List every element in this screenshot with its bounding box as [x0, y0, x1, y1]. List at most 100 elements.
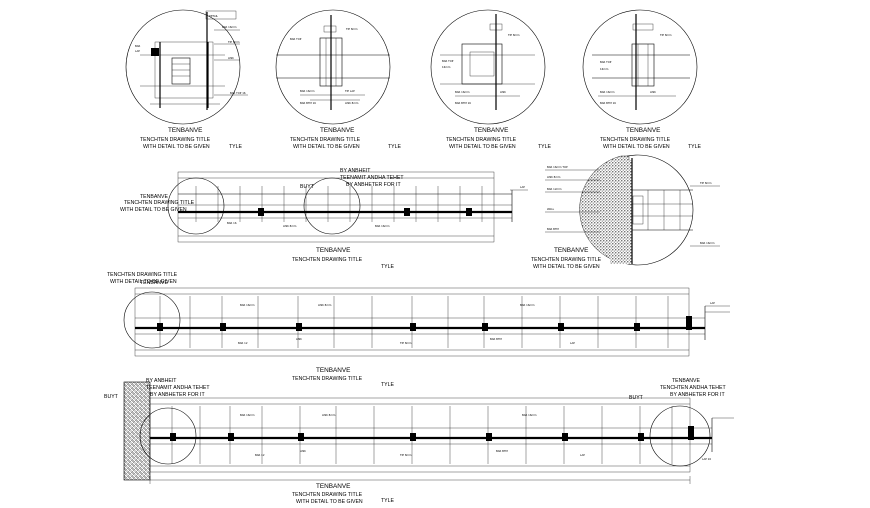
svg-text:TIE LAP: TIE LAP	[345, 89, 355, 93]
svg-text:BAR 16mm: BAR 16mm	[240, 413, 255, 417]
svg-text:LINK: LINK	[300, 449, 306, 453]
svg-text:LINK: LINK	[296, 337, 302, 341]
svg-text:LINK 8mm: LINK 8mm	[322, 413, 336, 417]
detail-2-note: WITH DETAIL TO BE GIVEN	[293, 144, 360, 150]
detail-3-tag: TYLE	[538, 144, 552, 150]
svg-text:TIE 8mm: TIE 8mm	[400, 453, 412, 457]
beam-1-top-note-2: TEENAMIT ANDHA TEHET	[340, 175, 404, 181]
beam-2-side-note: WITH DETAIL TO BE GIVEN	[110, 279, 177, 285]
beam-1-subtitle: TENCHTEN DRAWING TITLE	[292, 257, 363, 263]
svg-text:LINK: LINK	[500, 90, 506, 94]
detail-circle-4: BAR TOP 16mm TIE 8mm BAR 16mm LINK BAR B…	[582, 9, 702, 150]
beam-3-right-note-3: BY ANBHETER FOR IT	[670, 392, 726, 398]
wall-detail-subtitle: TENCHTEN DRAWING TITLE	[531, 257, 602, 263]
svg-text:TIE 8mm: TIE 8mm	[700, 181, 712, 185]
svg-text:LAP: LAP	[135, 49, 140, 53]
svg-text:TIE 8mm: TIE 8mm	[400, 341, 412, 345]
svg-text:BAR 16mm: BAR 16mm	[520, 303, 535, 307]
detail-4-title: TENBANVE	[626, 127, 660, 134]
beam-3-subtitle: TENCHTEN DRAWING TITLE	[292, 492, 363, 498]
svg-text:BAR TOP: BAR TOP	[600, 60, 612, 64]
svg-text:BAR 12mm: BAR 12mm	[547, 187, 562, 191]
svg-text:LINK 8mm: LINK 8mm	[318, 303, 332, 307]
svg-text:DETAIL: DETAIL	[209, 14, 219, 18]
svg-text:BAR 16mm TOP: BAR 16mm TOP	[547, 165, 568, 169]
detail-1-tag: TYLE	[229, 144, 243, 150]
svg-text:BAR: BAR	[135, 44, 141, 48]
svg-text:BAR 16mm: BAR 16mm	[455, 90, 470, 94]
beam-3-tag: TYLE	[381, 498, 395, 504]
svg-text:LINK: LINK	[228, 56, 234, 60]
svg-text:TIE 8mm: TIE 8mm	[228, 40, 240, 44]
detail-1-subtitle: TENCHTEN DRAWING TITLE	[140, 137, 211, 143]
beam-1-tag: TYLE	[381, 264, 395, 270]
detail-4-note: WITH DETAIL TO BE GIVEN	[603, 144, 670, 150]
svg-text:TIE 8mm: TIE 8mm	[660, 33, 672, 37]
detail-3-title: TENBANVE	[474, 127, 508, 134]
detail-3-section: BAR TOP 16mm TIE 8mm BAR 16mm LINK BAR B…	[440, 14, 535, 110]
svg-text:16mm: 16mm	[600, 67, 609, 71]
beam-2-tag: TYLE	[381, 382, 395, 388]
beam-3-left-tag: BUYT	[104, 394, 119, 400]
svg-text:LINK 8mm: LINK 8mm	[345, 101, 359, 105]
beam-1-top-note-1: BY ANBHEIT	[340, 168, 371, 174]
svg-text:BAR 16mm: BAR 16mm	[522, 413, 537, 417]
svg-text:BAR BTM: BAR BTM	[496, 449, 508, 453]
detail-4-subtitle: TENCHTEN DRAWING TITLE	[600, 137, 671, 143]
svg-text:BAR BTM 16: BAR BTM 16	[455, 101, 471, 105]
wall-junction-detail: BAR 16mm TOP LINK 8mm BAR 12mm WALL BAR …	[531, 154, 720, 270]
svg-text:BAR 16mm: BAR 16mm	[300, 89, 315, 93]
detail-1-title: TENBANVE	[168, 127, 202, 134]
beam-3-top-note-2: TEENAMIT ANDHA TEHET	[146, 385, 210, 391]
svg-text:LAP: LAP	[520, 185, 525, 189]
detail-4-tag: TYLE	[688, 144, 702, 150]
beam-1-side-note: WITH DETAIL TO BE GIVEN	[120, 207, 187, 213]
beam-3-title: TENBANVE	[316, 483, 350, 490]
beam-2-subtitle: TENCHTEN DRAWING TITLE	[292, 376, 363, 382]
beam-3-note: WITH DETAIL TO BE GIVEN	[296, 499, 363, 505]
detail-circle-2: BAR TOP TIE 8mm BAR 16mm TIE LAP BAR BTM…	[275, 9, 402, 150]
svg-text:BAR 12: BAR 12	[255, 453, 265, 457]
beam-elevation-1: LAP BAR 16 LINK 8mm BAR 16mm BUYT BY ANB…	[120, 168, 528, 270]
beam-1-title: TENBANVE	[316, 247, 350, 254]
svg-text:BAR BTM 16: BAR BTM 16	[600, 101, 616, 105]
beam-elevation-2: BAR 16mm LINK 8mm BAR 16mm BAR 12 LINK T…	[107, 272, 730, 388]
svg-text:TIE 8mm: TIE 8mm	[346, 27, 358, 31]
svg-text:LINK 8mm: LINK 8mm	[547, 175, 561, 179]
svg-text:BAR 16mm: BAR 16mm	[222, 25, 237, 29]
beam-3-mid-tag: BUYT	[629, 395, 644, 401]
beam-1-stirrups	[195, 186, 483, 222]
wall-detail-title: TENBANVE	[554, 247, 588, 254]
beam-2-side-subtitle: TENCHTEN DRAWING TITLE	[107, 272, 178, 278]
svg-text:BAR 12: BAR 12	[238, 341, 248, 345]
detail-1-section: DETAIL BAR 16mm TIE 8mm LINK BAR TOP 16 …	[135, 10, 248, 110]
beam-1-top-note-3: BY ANBHETER FOR IT	[346, 182, 402, 188]
detail-circle-3: BAR TOP 16mm TIE 8mm BAR 16mm LINK BAR B…	[430, 9, 552, 150]
svg-text:LAP: LAP	[580, 453, 585, 457]
beam-2-title: TENBANVE	[316, 367, 350, 374]
detail-2-section: BAR TOP TIE 8mm BAR 16mm TIE LAP BAR BTM…	[276, 15, 390, 110]
svg-text:BAR TOP 16: BAR TOP 16	[230, 91, 246, 95]
svg-text:BAR TOP: BAR TOP	[442, 59, 454, 63]
detail-2-subtitle: TENCHTEN DRAWING TITLE	[290, 137, 361, 143]
beam-1-side-subtitle: TENCHTEN DRAWING TITLE	[124, 200, 195, 206]
detail-2-title: TENBANVE	[320, 127, 354, 134]
beam-3-right-note-1: TENBANVE	[672, 378, 701, 384]
beam-elevation-3: BAR 16mm LINK 8mm BAR 16mm BAR 12 LINK T…	[104, 378, 734, 505]
svg-text:BAR 16mm: BAR 16mm	[600, 90, 615, 94]
detail-2-tag: TYLE	[388, 144, 402, 150]
beam-3-top-note-1: BY ANBHEIT	[146, 378, 177, 384]
wall-detail-note: WITH DETAIL TO BE GIVEN	[533, 264, 600, 270]
detail-circle-1: DETAIL BAR 16mm TIE 8mm LINK BAR TOP 16 …	[125, 9, 248, 150]
svg-text:BAR 16mm: BAR 16mm	[240, 303, 255, 307]
detail-3-subtitle: TENCHTEN DRAWING TITLE	[446, 137, 517, 143]
svg-text:BAR BTM: BAR BTM	[547, 227, 559, 231]
svg-text:16mm: 16mm	[442, 65, 451, 69]
svg-text:LINK: LINK	[650, 90, 656, 94]
svg-text:BAR TOP: BAR TOP	[290, 37, 302, 41]
svg-text:LAP: LAP	[710, 301, 715, 305]
svg-text:BAR BTM 16: BAR BTM 16	[300, 101, 316, 105]
svg-text:WALL: WALL	[547, 207, 555, 211]
svg-text:LAP 16: LAP 16	[702, 457, 711, 461]
